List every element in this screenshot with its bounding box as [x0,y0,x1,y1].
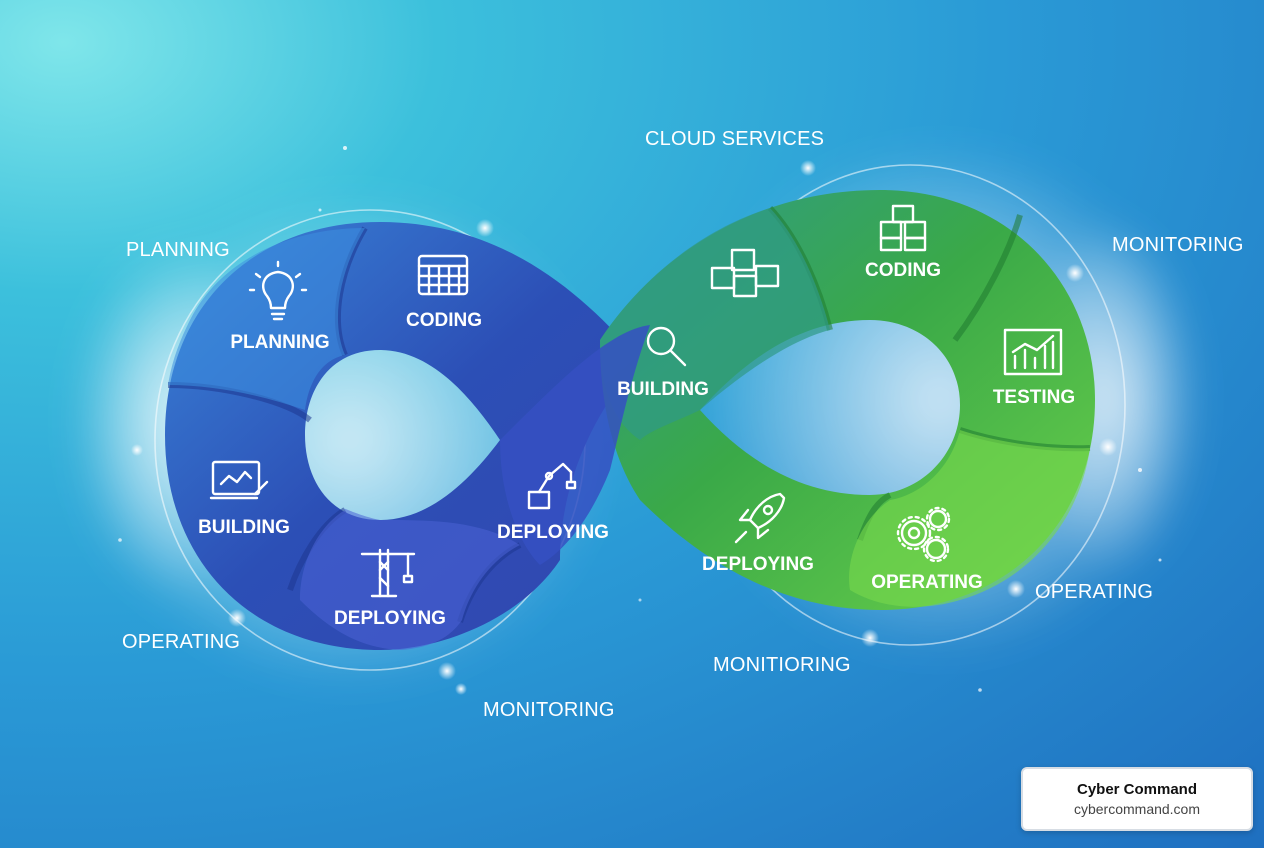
segment-label: CODING [865,260,941,281]
brand-name: Cyber Command [1076,781,1198,798]
segment-cubes [710,248,780,298]
left-loop [165,222,640,650]
segment-planning: PLANNING [230,260,330,353]
segment-operating: OPERATING [871,506,983,593]
segment-label: PLANNING [230,332,329,353]
segment-label: DEPLOYING [497,522,609,543]
robot-arm-icon [527,462,577,510]
chart-monitor-icon [209,460,269,500]
magnifier-icon [646,326,687,367]
cubes-icon [710,248,780,298]
label-planning-outer: PLANNING [126,239,230,261]
label-operating-left: OPERATING [122,631,240,653]
cube-stack-icon [879,204,927,252]
tower-crane-icon [360,548,416,598]
crossover-band [500,325,650,565]
brand-card: Cyber Command cybercommand.com [1021,767,1253,831]
segment-label: BUILDING [617,379,709,400]
label-monitoring-bottom: MONITORING [483,699,615,721]
sparkles [118,146,1162,692]
label-operating-right: OPERATING [1035,581,1153,603]
label-monitioring: MONITIORING [713,654,851,676]
segment-deploying-bottom: DEPLOYING [334,548,446,629]
bar-chart-icon [1003,328,1063,376]
segment-label: CODING [406,310,482,331]
segment-coding-right: CODING [865,204,941,281]
label-monitoring-right: MONITORING [1112,234,1244,256]
calendar-grid-icon [417,254,469,296]
segment-label: BUILDING [198,517,290,538]
segment-coding: CODING [406,254,482,331]
segment-building-left: BUILDING [198,460,290,538]
segment-label: DEPLOYING [702,554,814,575]
rocket-icon [734,492,786,544]
segment-label: DEPLOYING [334,608,446,629]
outer-labels: CLOUD SERVICES PLANNING MONITORING OPERA… [122,128,1244,721]
segment-deploying-center: DEPLOYING [497,462,609,543]
segment-label: TESTING [993,387,1075,408]
lightbulb-icon [248,260,308,321]
brand-site: cybercommand.com [1073,801,1201,817]
segment-deploying-right: DEPLOYING [702,492,814,575]
segment-label: OPERATING [871,572,983,593]
orbit-dots [131,160,1117,695]
segment-building-right: BUILDING [617,326,709,400]
segment-testing: TESTING [993,328,1075,408]
gears-icon [896,506,951,563]
label-cloud-services: CLOUD SERVICES [645,128,824,150]
